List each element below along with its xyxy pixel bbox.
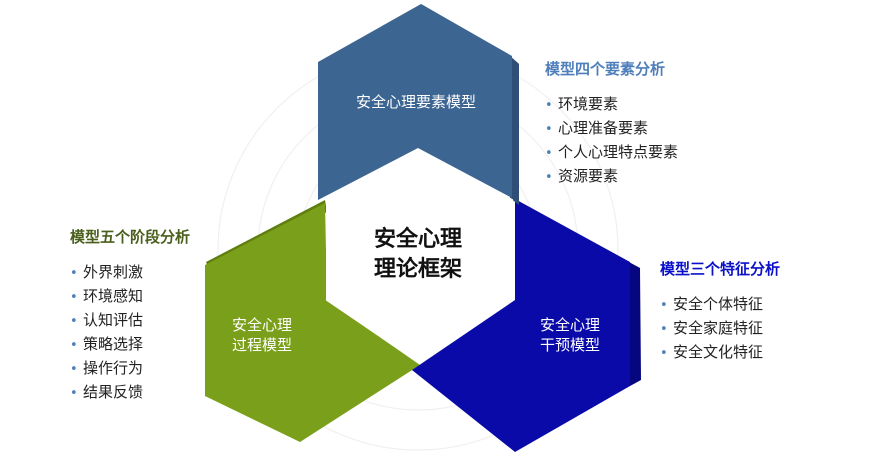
center-label-2: 理论框架 [374, 256, 462, 282]
process-model-block[interactable]: 安全心理 过程模型 [205, 200, 420, 442]
bullet-icon: • [70, 290, 78, 305]
list-item: • 操作行为 [70, 357, 190, 381]
intervention-model-label-2: 干预模型 [540, 336, 600, 354]
list-item-text: 认知评估 [83, 311, 144, 329]
intervention-model-label-1: 安全心理 [540, 316, 600, 334]
list-item: • 安全个体特征 [660, 293, 780, 317]
list-item-text: 环境感知 [83, 287, 144, 305]
center-label-1: 安全心理 [374, 226, 462, 252]
list-item-text: 结果反馈 [83, 383, 144, 401]
stages-analysis-list: • 外界刺激 • 环境感知 • 认知评估 • 策略选择 • 操作行为 • 结果反馈 [70, 261, 190, 405]
stages-analysis-title: 模型五个阶段分析 [70, 228, 191, 246]
elements-model-side-right [510, 56, 519, 205]
bullet-icon: • [545, 146, 553, 161]
features-analysis-list: • 安全个体特征 • 安全家庭特征 • 安全文化特征 [660, 293, 780, 365]
list-item-text: 安全文化特征 [673, 343, 764, 361]
list-item-text: 策略选择 [83, 335, 144, 353]
list-item: • 策略选择 [70, 333, 190, 357]
bullet-icon: • [70, 386, 78, 401]
elements-model-face [318, 4, 512, 200]
bullet-icon: • [545, 98, 553, 113]
list-item: • 个人心理特点要素 [545, 141, 678, 165]
elements-analysis-list: • 环境要素 • 心理准备要素 • 个人心理特点要素 • 资源要素 [545, 93, 678, 189]
list-item: • 心理准备要素 [545, 117, 678, 141]
intervention-model-block[interactable]: 安全心理 干预模型 [412, 199, 641, 452]
list-item: • 安全文化特征 [660, 341, 780, 365]
process-model-label-1: 安全心理 [232, 316, 292, 334]
list-item: • 资源要素 [545, 165, 678, 189]
list-item: • 环境要素 [545, 93, 678, 117]
stages-analysis-panel: 模型五个阶段分析 • 外界刺激 • 环境感知 • 认知评估 • 策略选择 • 操作行为 • 结果反馈 [70, 226, 190, 405]
bullet-icon: • [545, 122, 553, 137]
list-item-text: 外界刺激 [83, 263, 144, 281]
features-analysis-title: 模型三个特征分析 [660, 260, 781, 278]
list-item: • 认知评估 [70, 309, 190, 333]
elements-analysis-panel: 模型四个要素分析 • 环境要素 • 心理准备要素 • 个人心理特点要素 • 资源要素 [545, 58, 678, 189]
list-item-text: 资源要素 [558, 167, 619, 185]
list-item: • 外界刺激 [70, 261, 190, 285]
elements-analysis-title: 模型四个要素分析 [545, 60, 666, 78]
elements-model-block[interactable]: 安全心理要素模型 [318, 4, 519, 205]
intervention-model-face [412, 199, 630, 452]
intervention-model-side [629, 262, 641, 386]
list-item-text: 操作行为 [83, 359, 144, 377]
list-item-text: 安全家庭特征 [673, 319, 764, 337]
bullet-icon: • [545, 170, 553, 185]
bullet-icon: • [70, 266, 78, 281]
list-item: • 结果反馈 [70, 381, 190, 405]
list-item-text: 个人心理特点要素 [558, 143, 679, 161]
bullet-icon: • [70, 362, 78, 377]
center-hexagon: 安全心理 理论框架 [326, 148, 513, 364]
list-item-text: 心理准备要素 [558, 119, 649, 137]
features-analysis-panel: 模型三个特征分析 • 安全个体特征 • 安全家庭特征 • 安全文化特征 [660, 258, 780, 365]
process-model-face [205, 203, 420, 442]
list-item-text: 环境要素 [558, 95, 619, 113]
elements-model-label: 安全心理要素模型 [356, 93, 476, 111]
bullet-icon: • [660, 298, 668, 313]
list-item: • 环境感知 [70, 285, 190, 309]
center-hexagon-shape [326, 148, 513, 364]
bullet-icon: • [660, 346, 668, 361]
list-item: • 安全家庭特征 [660, 317, 780, 341]
bullet-icon: • [660, 322, 668, 337]
process-model-label-2: 过程模型 [232, 336, 292, 354]
bullet-icon: • [70, 338, 78, 353]
bullet-icon: • [70, 314, 78, 329]
list-item-text: 安全个体特征 [673, 295, 764, 313]
